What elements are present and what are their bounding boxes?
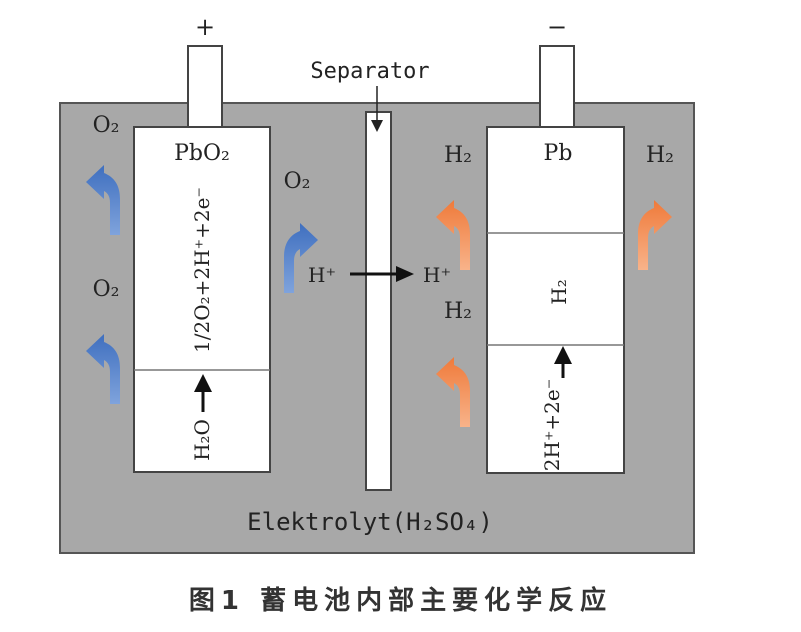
negative-terminal (539, 45, 575, 133)
separator-pointer-arrow (371, 86, 383, 132)
negative-electrode (486, 126, 625, 474)
positive-electrode (133, 126, 271, 473)
ion-from-label: H⁺ (308, 263, 336, 287)
ion-to-label: H⁺ (423, 263, 451, 287)
positive-reaction-arrow (194, 374, 212, 412)
oxygen-label: O₂ (93, 277, 120, 302)
separator (365, 111, 392, 491)
negative-reaction-lower: 2H⁺+2e⁻ (540, 379, 564, 472)
positive-reaction-lower: H₂O (190, 419, 214, 461)
positive-terminal (187, 45, 223, 133)
positive-sign: + (195, 13, 215, 41)
hydrogen-label: H₂ (444, 143, 472, 168)
electrolyte-label: Elektrolyt(H₂SO₄) (247, 508, 493, 536)
ion-transfer-arrow (350, 266, 414, 282)
hydrogen-label: H₂ (444, 299, 472, 324)
oxygen-label: O₂ (93, 113, 120, 138)
positive-electrode-label: PbO₂ (174, 141, 230, 166)
separator-label: Separator (310, 59, 429, 84)
positive-reaction-upper: 1/2O₂+2H⁺+2e⁻ (190, 187, 214, 353)
oxygen-label: O₂ (284, 169, 311, 194)
negative-reaction-arrow (554, 346, 572, 378)
negative-electrode-label: Pb (544, 141, 573, 166)
negative-sign: − (547, 13, 567, 41)
figure-caption: 图1 蓄电池内部主要化学反应 (188, 586, 613, 616)
negative-reaction-middle: H₂ (547, 279, 571, 304)
hydrogen-label: H₂ (646, 143, 674, 168)
